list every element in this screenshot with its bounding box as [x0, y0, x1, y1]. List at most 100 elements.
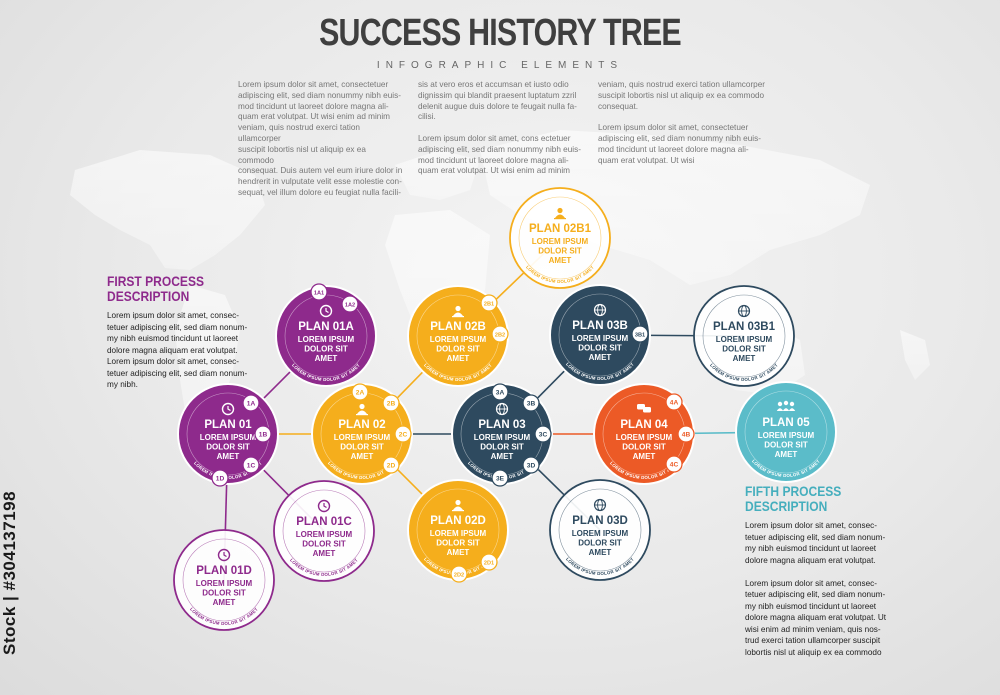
intro-line: adipiscing elit, sed diam nonummy nibh e… [598, 133, 761, 143]
globe-icon [593, 303, 607, 317]
desc-line: Lorem ipsum dolor sit amet, consec- [745, 578, 877, 588]
desc-line [745, 566, 910, 578]
intro-line: adipiscing elit, sed diam nonummy nibh e… [418, 144, 581, 154]
plan-label: PLAN 02B [430, 321, 486, 333]
badge-label: 1B [259, 431, 268, 438]
plan-sub-line: AMET [447, 354, 470, 363]
badge-label: 4C [670, 461, 679, 468]
badge-label: 2D [387, 462, 396, 469]
globe-icon [593, 498, 607, 512]
badge-2b: 2B [382, 394, 400, 412]
first-process-title-line: FIRST PROCESS [107, 273, 205, 289]
desc-line: my nibh euismod tincidunt ut laoreet [745, 601, 877, 611]
globe-icon [495, 402, 509, 416]
badge-label: 1D [216, 475, 225, 482]
plan-sub-line: DOLOR SIT [302, 540, 346, 549]
desc-line: dolore magna aliquam erat volutpat. [745, 555, 876, 565]
clock-icon [319, 304, 333, 318]
fifth-process-title-line: DESCRIPTION [745, 498, 828, 514]
desc-line: lobortis nisl ut aliquip ex ea commodo [745, 647, 882, 657]
intro-column-1: Lorem ipsum dolor sit amet, consectetuer… [238, 80, 403, 199]
intro-line: quam erat volutpat. Ut wisi enim ad mini… [418, 166, 570, 176]
user-icon [452, 305, 464, 318]
people-icon [776, 400, 796, 411]
plan-sub-line: DOLOR SIT [722, 345, 766, 354]
intro-line: dignissim qui blandit praesent luptatum … [418, 90, 577, 100]
plan-sub-line: LOREM IPSUM [616, 433, 673, 442]
plan-sub-line: LOREM IPSUM [298, 335, 355, 344]
intro-line: cilisi. [418, 112, 436, 122]
badge-label: 2D1 [484, 560, 494, 566]
badge-label: 2D2 [454, 572, 464, 578]
plan-sub-line: AMET [313, 549, 336, 558]
plan-sub-line: LOREM IPSUM [758, 431, 815, 440]
badge-label: 1C [247, 462, 256, 469]
plan-sub-line: AMET [315, 354, 338, 363]
plan-sub-line: DOLOR SIT [340, 443, 384, 452]
badge-4a: 4A [665, 393, 683, 411]
plan-sub-line: DOLOR SIT [202, 589, 246, 598]
badge-4b: 4B [677, 425, 695, 443]
stock-watermark: Stock | #304137198 [0, 490, 19, 655]
intro-line: suscipit lobortis nisl ut aliquip ex ea … [238, 144, 366, 165]
plan-sub-line: AMET [447, 548, 470, 557]
plan-sub-line: AMET [633, 452, 656, 461]
desc-line: my nibh euismod tincidunt ut laoreet [745, 544, 877, 553]
badge-1a: 1A [242, 394, 260, 412]
badge-label: 3C [539, 431, 548, 438]
plan-label: PLAN 01 [204, 419, 252, 431]
intro-line: mod tincidunt ut laoreet dolore magna al… [598, 144, 749, 154]
badge-label: 4A [670, 399, 679, 406]
badge-2d2: 2D2 [450, 565, 468, 583]
fifth-process-description: Lorem ipsum dolor sit amet, consec- tetu… [745, 520, 910, 658]
plan-label: PLAN 04 [620, 419, 668, 431]
badge-4c: 4C [665, 455, 683, 473]
plan-sub-line: DOLOR SIT [578, 344, 622, 353]
desc-line: tetuer adipiscing elit, sed diam nonum- [745, 590, 886, 599]
badge-label: 2B1 [484, 301, 494, 307]
badge-1d: 1D [211, 469, 229, 487]
intro-line: mod tincidunt ut laoreet dolore magna al… [238, 101, 389, 111]
badge-label: 3B [527, 400, 536, 407]
intro-line: adipiscing elit, sed diam nonummy nibh e… [238, 90, 401, 100]
intro-line: consequat. [598, 101, 639, 111]
plan-sub-line: DOLOR SIT [538, 247, 582, 256]
intro-line: Lorem ipsum dolor sit amet, consectetuer [598, 123, 749, 133]
plan-sub-line: LOREM IPSUM [572, 529, 629, 538]
plan-sub-line: DOLOR SIT [206, 443, 250, 452]
plan-sub-line: AMET [733, 354, 756, 363]
intro-column-3: veniam, quis nostrud exerci tation ullam… [598, 80, 768, 166]
plan-sub-line: LOREM IPSUM [430, 529, 487, 538]
plan-sub-line: LOREM IPSUM [334, 433, 391, 442]
plan-label: PLAN 01C [296, 516, 352, 528]
user-icon [356, 403, 368, 416]
intro-line: Lorem ipsum dolor sit amet, cons ectetue… [418, 133, 571, 143]
plan-sub-line: DOLOR SIT [764, 441, 808, 450]
plan-sub-line: DOLOR SIT [304, 345, 348, 354]
badge-3a: 3A [491, 383, 509, 401]
plan-sub-line: AMET [549, 256, 572, 265]
plan-sub-line: AMET [775, 450, 798, 459]
badge-2b2: 2B2 [491, 325, 509, 343]
intro-line: veniam, quis nostrud exerci tation ullam… [238, 123, 360, 143]
desc-line: my nibh. [107, 380, 138, 389]
desc-line: tetuer adipiscing elit, sed diam nonum- [745, 532, 886, 542]
desc-line: wisi enim ad minim veniam, quis nos- [745, 624, 881, 634]
intro-line: consequat. Duis autem vel eum iriure dol… [238, 166, 403, 176]
plan-label: PLAN 03B [572, 320, 628, 332]
intro-column-2: sis at vero eros et accumsan et iusto od… [418, 80, 583, 177]
intro-line [598, 112, 768, 123]
intro-line: suscipit lobortis nisl ut aliquip ex ea … [598, 90, 765, 100]
user-icon [554, 207, 566, 220]
intro-line: sequat, vel illum dolore eu feugiat null… [238, 187, 401, 197]
badge-1a1: 1A1 [310, 283, 328, 301]
clock-icon [217, 548, 231, 562]
badge-label: 1A1 [314, 290, 324, 296]
